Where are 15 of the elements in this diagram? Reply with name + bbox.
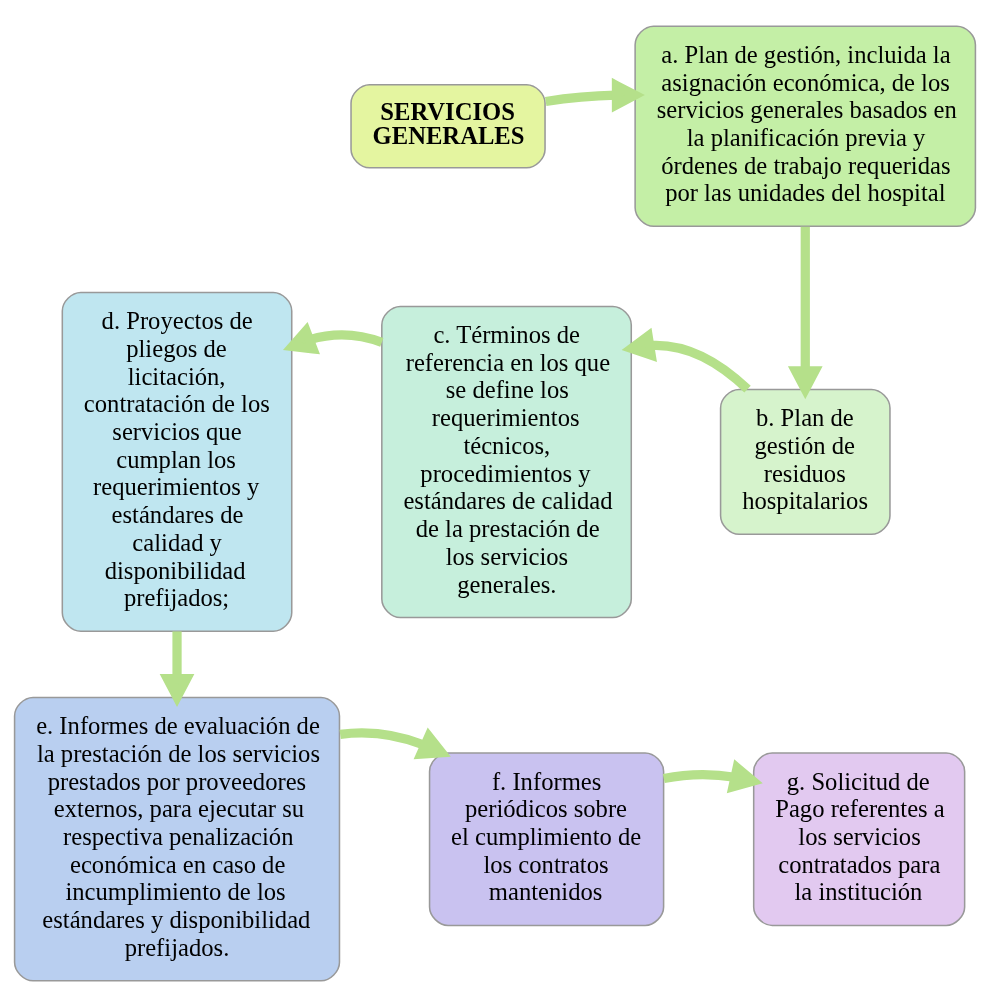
arrow [159,631,195,708]
arrow [339,727,451,760]
arrow [787,226,823,400]
node-box: e. Informes de evaluación de la prestación de los servicios prestados por proveedores externos, para ejecutar su respectiva penalización económica en caso de incumplimiento de los estándares y disponibilidad prefijados. [13,696,341,982]
node-box: c. Términos de referencia en los que se define los requerimientos técnicos, procedimientos y estándares de calidad de la prestación de los servicios generales. [381,305,633,619]
node-box: b. Plan de gestión de residuos hospitalarios [719,388,891,536]
arrow [282,321,384,355]
arrow [621,327,751,393]
arrow [545,77,645,113]
arrow [662,759,763,794]
node-box: g. Solicitud de Pago referentes a los servicios contratados para la institución [752,752,966,927]
node-box: d. Proyectos de pliegos de licitación, contratación de los servicios que cumplan los requerimientos y estándares de calidad y disponibilidad prefijados; [61,291,293,633]
node-box: SERVICIOS GENERALES [350,83,546,169]
node-box: f. Informes periódicos sobre el cumplimiento de los contratos mantenidos [428,752,665,927]
node-box: a. Plan de gestión, incluida la asignación económica, de los servicios generales basados en la planificación previa y órdenes de trabajo requeridas por las unidades del hospital [634,25,977,228]
